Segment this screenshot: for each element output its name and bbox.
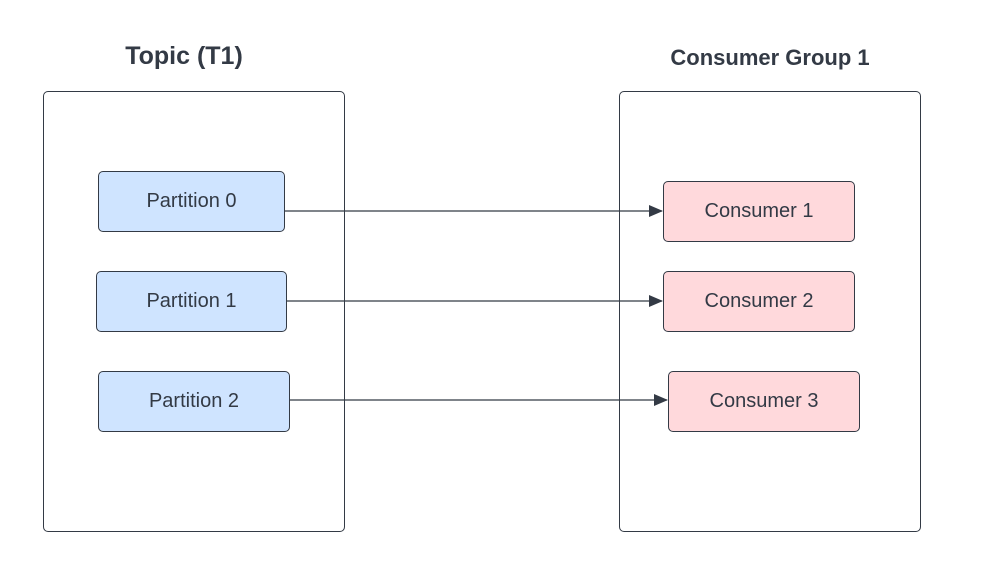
partition-1-node: Partition 1 <box>96 271 287 332</box>
partition-2-node: Partition 2 <box>98 371 290 432</box>
consumer-group-title: Consumer Group 1 <box>670 45 870 70</box>
consumer-2-node: Consumer 2 <box>663 271 855 332</box>
partition-0-node: Partition 0 <box>98 171 285 232</box>
topic-title: Topic (T1) <box>125 42 243 70</box>
consumer-1-node: Consumer 1 <box>663 181 855 242</box>
consumer-3-node: Consumer 3 <box>668 371 860 432</box>
